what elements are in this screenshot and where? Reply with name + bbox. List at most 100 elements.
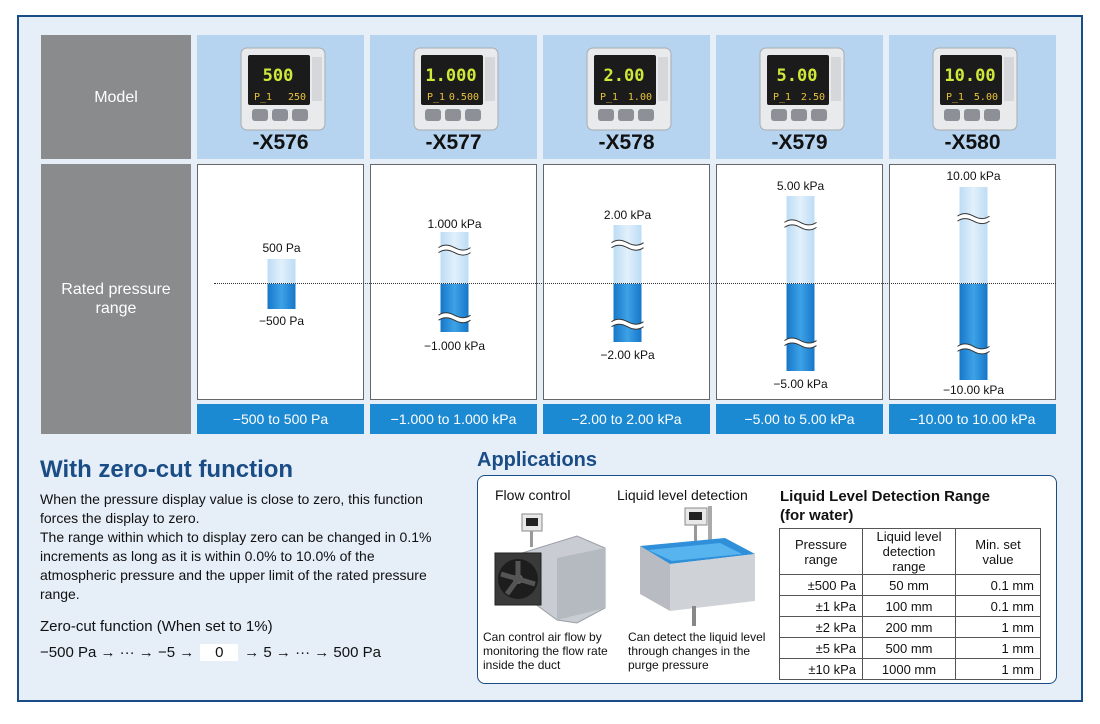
pressure-switch-image: 5.00 P_1 2.50 — [759, 47, 845, 131]
range-gauge — [957, 187, 990, 380]
pressure-range-cell: ±500 Pa — [779, 574, 863, 596]
lower-limit-label: −500 Pa — [258, 314, 305, 328]
model-cell: 2.00 P_1 1.00 -X578 — [543, 35, 710, 159]
pressure-switch-image: 2.00 P_1 1.00 — [586, 47, 672, 131]
min-set-value-cell: 0.1 mm — [955, 595, 1041, 617]
model-label-text: Model — [94, 88, 138, 106]
pressure-range-cell: ±5 kPa — [779, 637, 863, 659]
liquid-level-caption: Can detect the liquid level through chan… — [628, 630, 766, 672]
range-gauge — [438, 232, 471, 332]
display-sub-right: 250 — [288, 92, 306, 103]
min-set-value-cell: 1 mm — [955, 637, 1041, 659]
zero-cut-description-2: The range within which to display zero c… — [40, 529, 432, 602]
negative-range-bar — [959, 284, 988, 380]
scale-break — [957, 213, 990, 224]
scale-break — [784, 338, 817, 349]
scale-break — [611, 319, 644, 330]
zero-cut-sequence: −500 Pa → ··· → −5 → 0 → 5 → ··· → 500 Pa — [40, 644, 381, 661]
range-chart-cell: 1.000 kPa −1.000 kPa — [370, 164, 537, 400]
model-cell: 1.000 P_1 0.500 -X577 — [370, 35, 537, 159]
detection-range-title-line1: Liquid Level Detection Range — [780, 488, 991, 505]
table-header-row: Pressure range Liquid level detection ra… — [779, 528, 1041, 575]
positive-range-bar — [613, 225, 642, 284]
sequence-zero-box: 0 — [200, 644, 239, 661]
range-gauge — [611, 225, 644, 342]
positive-range-bar — [440, 232, 469, 284]
detection-range-cell: 50 mm — [862, 574, 956, 596]
lower-limit-label: −2.00 kPa — [600, 348, 655, 362]
rated-range-cell: −10.00 to 10.00 kPa — [889, 404, 1056, 434]
positive-range-bar — [959, 187, 988, 284]
model-name: -X576 — [252, 131, 309, 154]
pressure-range-cell: ±1 kPa — [779, 595, 863, 617]
display-main: 2.00 — [604, 66, 645, 86]
range-chart-cell: 500 Pa −500 Pa — [197, 164, 364, 400]
positive-range-bar — [786, 196, 815, 284]
display-sub-left: P_1 — [427, 92, 445, 103]
range-chart-cell: 2.00 kPa −2.00 kPa — [543, 164, 710, 400]
model-name: -X579 — [771, 131, 828, 154]
lower-limit-label: −5.00 kPa — [773, 377, 828, 391]
min-set-value-cell: 1 mm — [955, 616, 1041, 638]
display-sub-right: 1.00 — [628, 92, 652, 103]
flow-control-title: Flow control — [495, 487, 571, 503]
display-sub-left: P_1 — [254, 92, 272, 103]
zero-reference-line — [214, 283, 1056, 284]
display-sub-left: P_1 — [946, 92, 964, 103]
display-sub-right: 2.50 — [801, 92, 825, 103]
scale-break — [957, 343, 990, 354]
model-cell: 500 P_1 250 -X576 — [197, 35, 364, 159]
min-set-value-cell: 1 mm — [955, 658, 1041, 680]
rated-range-cell: −2.00 to 2.00 kPa — [543, 404, 710, 434]
detection-range-cell: 100 mm — [862, 595, 956, 617]
lower-limit-label: −1.000 kPa — [423, 339, 486, 353]
range-row-label: Rated pressure range — [41, 164, 191, 434]
negative-range-bar — [786, 284, 815, 371]
header-detection-range: Liquid level detection range — [862, 528, 956, 575]
rated-range-cell: −5.00 to 5.00 kPa — [716, 404, 883, 434]
display-sub-left: P_1 — [773, 92, 791, 103]
upper-limit-label: 1.000 kPa — [427, 217, 482, 231]
upper-limit-label: 5.00 kPa — [776, 179, 825, 193]
negative-range-bar — [613, 284, 642, 342]
sequence-after: → 5 → ··· → 500 Pa — [244, 644, 381, 661]
detection-range-title: Liquid Level Detection Range (for water) — [780, 487, 990, 525]
negative-range-bar — [267, 284, 296, 309]
positive-range-bar — [267, 259, 296, 284]
flow-control-illustration — [494, 513, 606, 624]
scale-break — [438, 245, 471, 256]
detection-range-table: Pressure range Liquid level detection ra… — [779, 528, 1041, 680]
display-sub-right: 5.00 — [974, 92, 998, 103]
scale-break — [611, 240, 644, 251]
sequence-before: −500 Pa → ··· → −5 → — [40, 644, 195, 661]
pressure-switch-image: 1.000 P_1 0.500 — [413, 47, 499, 131]
display-sub-right: 0.500 — [449, 92, 479, 103]
header-min-set-value: Min. set value — [955, 528, 1041, 575]
zero-cut-example-title: Zero-cut function (When set to 1%) — [40, 618, 273, 635]
pressure-switch-image: 10.00 P_1 5.00 — [932, 47, 1018, 131]
model-name: -X580 — [944, 131, 1001, 154]
model-name: -X578 — [598, 131, 655, 154]
display-sub-left: P_1 — [600, 92, 618, 103]
display-main: 500 — [263, 66, 294, 86]
detection-range-cell: 200 mm — [862, 616, 956, 638]
lower-limit-label: −10.00 kPa — [942, 383, 1005, 397]
model-row-label: Model — [41, 35, 191, 159]
scale-break — [438, 312, 471, 323]
display-main: 5.00 — [777, 66, 818, 86]
header-pressure-range: Pressure range — [779, 528, 863, 575]
applications-title: Applications — [477, 449, 598, 471]
range-chart-cell: 5.00 kPa −5.00 kPa — [716, 164, 883, 400]
min-set-value-cell: 0.1 mm — [955, 574, 1041, 596]
pressure-range-cell: ±2 kPa — [779, 616, 863, 638]
display-main: 10.00 — [944, 66, 995, 86]
model-cell: 5.00 P_1 2.50 -X579 — [716, 35, 883, 159]
zero-cut-description-1: When the pressure display value is close… — [40, 491, 423, 526]
model-name: -X577 — [425, 131, 482, 154]
zero-cut-title: With zero-cut function — [40, 456, 294, 483]
upper-limit-label: 10.00 kPa — [946, 169, 1001, 183]
